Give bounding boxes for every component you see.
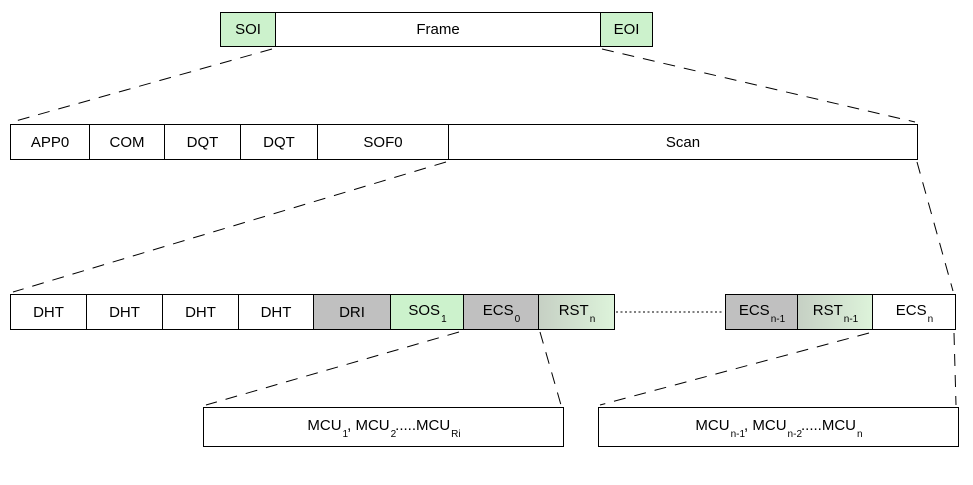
connector-frame-right [601, 48, 916, 123]
box-rst-n-label: RST [558, 302, 589, 319]
box-ecs-0: ECS0 [463, 294, 539, 330]
box-ecs-0-label: ECS [482, 302, 514, 319]
box-dri-label: DRI [339, 303, 365, 321]
box-scan: Scan [448, 124, 918, 160]
box-ecs-n: ECSn [872, 294, 956, 330]
box-eoi: EOI [600, 12, 653, 47]
box-ecs-n-1: ECSn-1 [725, 294, 798, 330]
box-mcu-run-right: MCUn-1, MCUn-2.....MCUn [598, 407, 959, 447]
box-dqt-1: DQT [164, 124, 241, 160]
box-sof0: SOF0 [317, 124, 449, 160]
box-dht-3-label: DHT [185, 303, 216, 321]
box-rst-n-1-subscript: n-1 [843, 314, 859, 325]
box-sos-1: SOS1 [390, 294, 464, 330]
connector-ecs0-left [205, 331, 460, 406]
box-mcu-run-left: MCU1, MCU2.....MCURi [203, 407, 564, 447]
connector-frame-left [11, 48, 273, 123]
box-app0: APP0 [10, 124, 90, 160]
box-dht-4: DHT [238, 294, 314, 330]
box-dqt-2: DQT [240, 124, 318, 160]
box-app0-label: APP0 [30, 133, 70, 151]
box-soi-label: SOI [235, 21, 261, 38]
box-ecs-n-1-label: ECS [738, 302, 770, 319]
box-dht-1: DHT [10, 294, 87, 330]
connector-scan-right [916, 161, 954, 292]
box-ecs-0-subscript: 0 [514, 314, 521, 325]
box-sos-1-label: SOS [408, 302, 441, 319]
box-sos-1-subscript: 1 [441, 314, 447, 325]
box-dqt-1-label: DQT [186, 133, 219, 151]
box-scan-label: Scan [665, 133, 701, 151]
box-dht-4-label: DHT [260, 303, 292, 321]
box-sof0-label: SOF0 [363, 133, 403, 151]
box-mcu-run-right-label: MCUn-1, MCUn-2.....MCUn [695, 417, 863, 440]
box-frame-label: Frame [416, 21, 460, 38]
box-dqt-2-label: DQT [263, 133, 295, 151]
box-mcu-run-left-label: MCU1, MCU2.....MCURi [307, 417, 461, 440]
box-dht-2: DHT [86, 294, 163, 330]
box-rst-n-subscript: n [589, 314, 596, 325]
box-rst-n-1: RSTn-1 [797, 294, 873, 330]
connector-ecsn-left [599, 332, 870, 406]
connector-ecs0-right [539, 331, 562, 406]
connector-ecsn-right [953, 332, 957, 406]
box-dht-2-label: DHT [109, 303, 140, 321]
box-ecs-n-label: ECS [895, 302, 927, 319]
box-soi: SOI [220, 12, 276, 47]
box-com: COM [89, 124, 165, 160]
box-ecs-n-1-subscript: n-1 [770, 314, 786, 325]
box-dht-3: DHT [162, 294, 239, 330]
connector-scan-left [12, 161, 447, 293]
box-dht-1-label: DHT [33, 303, 64, 321]
box-rst-n: RSTn [538, 294, 615, 330]
box-frame: Frame [275, 12, 601, 47]
box-eoi-label: EOI [613, 21, 640, 38]
box-dri: DRI [313, 294, 391, 330]
box-rst-n-1-label: RST [812, 302, 843, 319]
box-ecs-n-subscript: n [927, 314, 934, 325]
box-com-label: COM [109, 133, 145, 151]
